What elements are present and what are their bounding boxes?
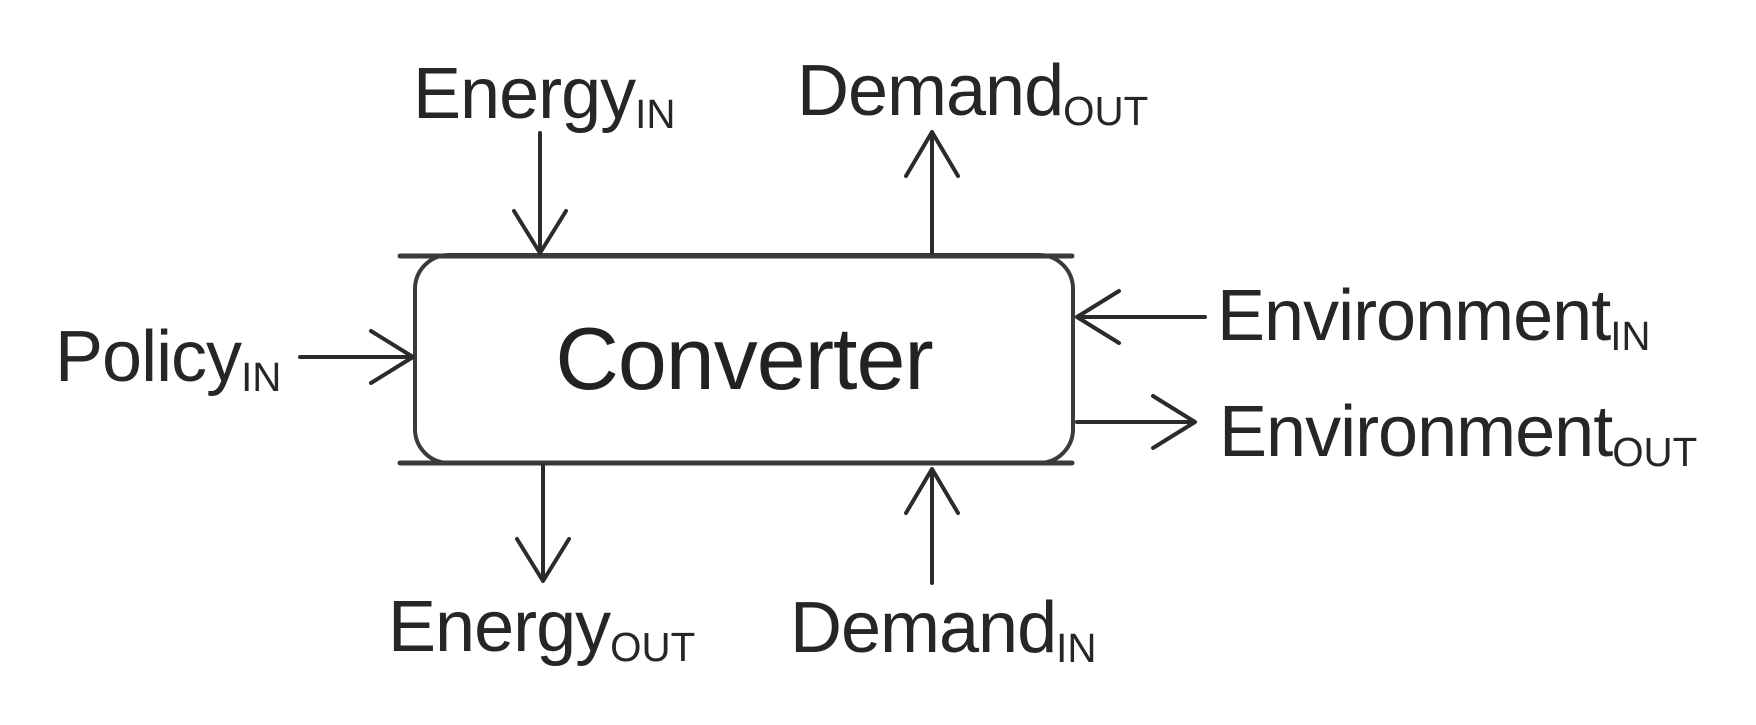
label-environment-in-subscript: IN <box>1610 313 1651 360</box>
label-environment-in: EnvironmentIN <box>1217 280 1651 357</box>
label-energy-in-text: Energy <box>413 54 636 134</box>
label-policy-in-subscript: IN <box>241 354 282 401</box>
label-demand-out-subscript: OUT <box>1063 88 1149 135</box>
label-energy-out-subscript: OUT <box>610 624 696 671</box>
label-demand-in-text: Demand <box>790 588 1057 668</box>
label-energy-in: EnergyIN <box>413 58 675 135</box>
environment-in-arrow <box>1075 289 1207 345</box>
converter-node-label: Converter <box>555 309 933 408</box>
converter-node: Converter <box>413 253 1075 465</box>
label-energy-out-text: Energy <box>388 587 611 667</box>
label-environment-out-text: Environment <box>1219 392 1613 472</box>
demand-out-arrow <box>904 130 960 255</box>
label-policy-in-text: Policy <box>55 317 242 397</box>
energy-out-arrow <box>515 463 571 583</box>
label-environment-in-text: Environment <box>1217 276 1611 356</box>
label-demand-out-text: Demand <box>797 51 1064 131</box>
label-energy-in-subscript: IN <box>635 91 676 138</box>
policy-in-arrow <box>298 329 415 385</box>
energy-in-arrow <box>512 131 568 255</box>
label-policy-in: PolicyIN <box>55 321 281 398</box>
label-demand-in-subscript: IN <box>1056 625 1097 672</box>
label-environment-out-subscript: OUT <box>1612 429 1698 476</box>
label-demand-out: DemandOUT <box>797 55 1148 132</box>
demand-in-arrow <box>904 467 960 585</box>
label-environment-out: EnvironmentOUT <box>1219 396 1697 473</box>
label-demand-in: DemandIN <box>790 592 1096 669</box>
label-energy-out: EnergyOUT <box>388 591 695 668</box>
environment-out-arrow <box>1075 394 1197 450</box>
